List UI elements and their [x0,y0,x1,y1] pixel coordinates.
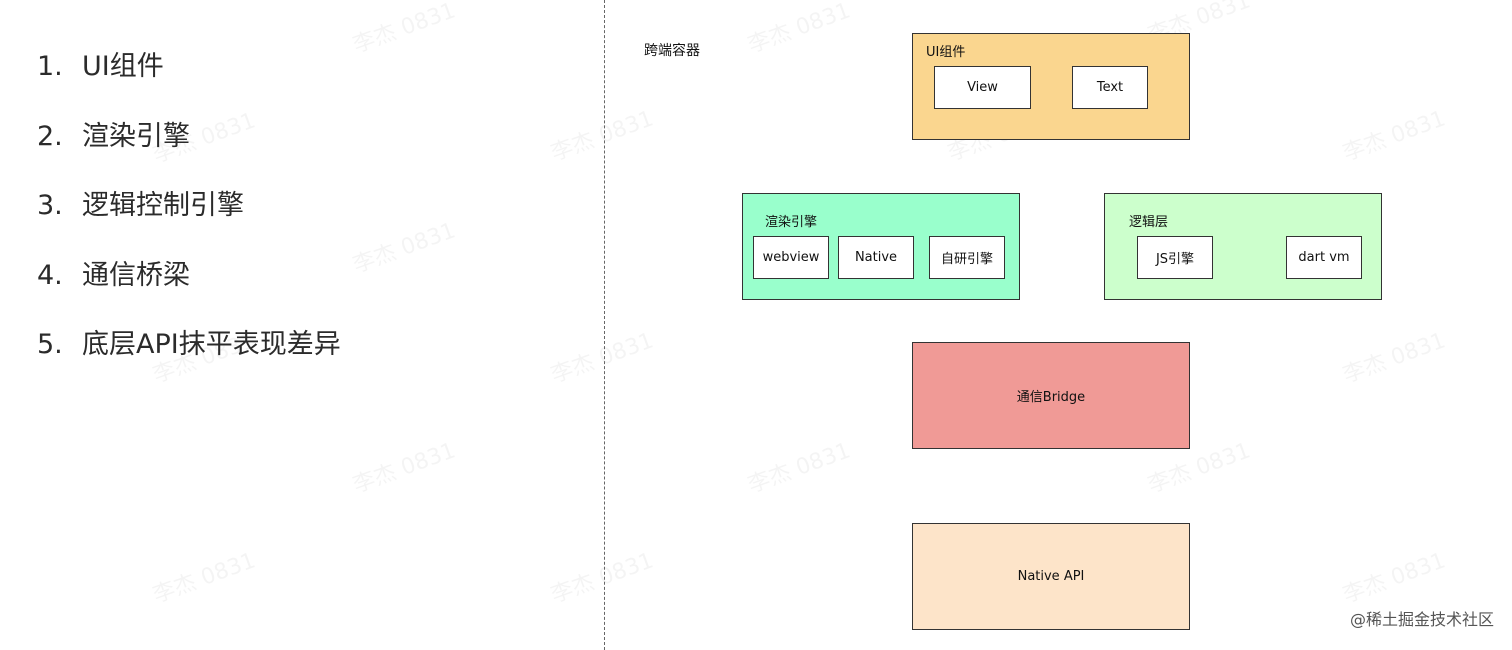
watermark: 李杰 0831 [546,101,657,168]
list-item-number: 3. [37,190,63,221]
logic-layer-title: 逻辑层 [1129,215,1169,230]
watermark: 李杰 0831 [348,433,459,500]
render-engine-box: 渲染引擎 webview Native 自研引擎 [742,193,1020,300]
bridge-box: 通信Bridge [912,342,1190,449]
watermark: 李杰 0831 [348,0,459,59]
list-item-label: UI组件 [82,51,164,82]
bridge-label: 通信Bridge [1016,390,1086,405]
list-item-label: 渲染引擎 [82,120,190,152]
native-node: Native [838,236,914,279]
render-engine-title: 渲染引擎 [765,215,818,230]
list-item-label: 底层API抹平表现差异 [82,329,341,360]
webview-node: webview [753,236,829,279]
watermark: 李杰 0831 [743,0,854,59]
list-item-label: 逻辑控制引擎 [82,190,244,221]
view-node: View [934,66,1031,109]
js-engine-node: JS引擎 [1137,236,1213,279]
ui-components-title: UI组件 [926,45,966,60]
native-api-label: Native API [1017,569,1085,584]
watermark: 李杰 0831 [546,323,657,390]
text-node: Text [1072,66,1148,109]
credit-text: @稀土掘金技术社区 [1349,610,1494,629]
ui-components-box: UI组件 View Text [912,33,1190,140]
logic-layer-box: 逻辑层 JS引擎 dart vm [1104,193,1382,300]
list-item-number: 5. [37,329,63,360]
native-api-box: Native API [912,523,1190,630]
list-item-label: 通信桥梁 [82,259,190,291]
watermark: 李杰 0831 [1338,101,1449,168]
watermark: 李杰 0831 [148,543,259,610]
custom-engine-node: 自研引擎 [929,236,1005,279]
watermark: 李杰 0831 [743,433,854,500]
dashed-divider [604,0,605,650]
watermark: 李杰 0831 [348,213,459,280]
list-item-number: 1. [37,51,63,82]
list-item-number: 2. [37,120,63,152]
watermark: 李杰 0831 [1338,323,1449,390]
list-item-number: 4. [37,259,63,291]
container-label: 跨端容器 [644,43,700,59]
watermark: 李杰 0831 [546,543,657,610]
dart-vm-node: dart vm [1286,236,1362,279]
watermark: 李杰 0831 [1338,543,1449,610]
